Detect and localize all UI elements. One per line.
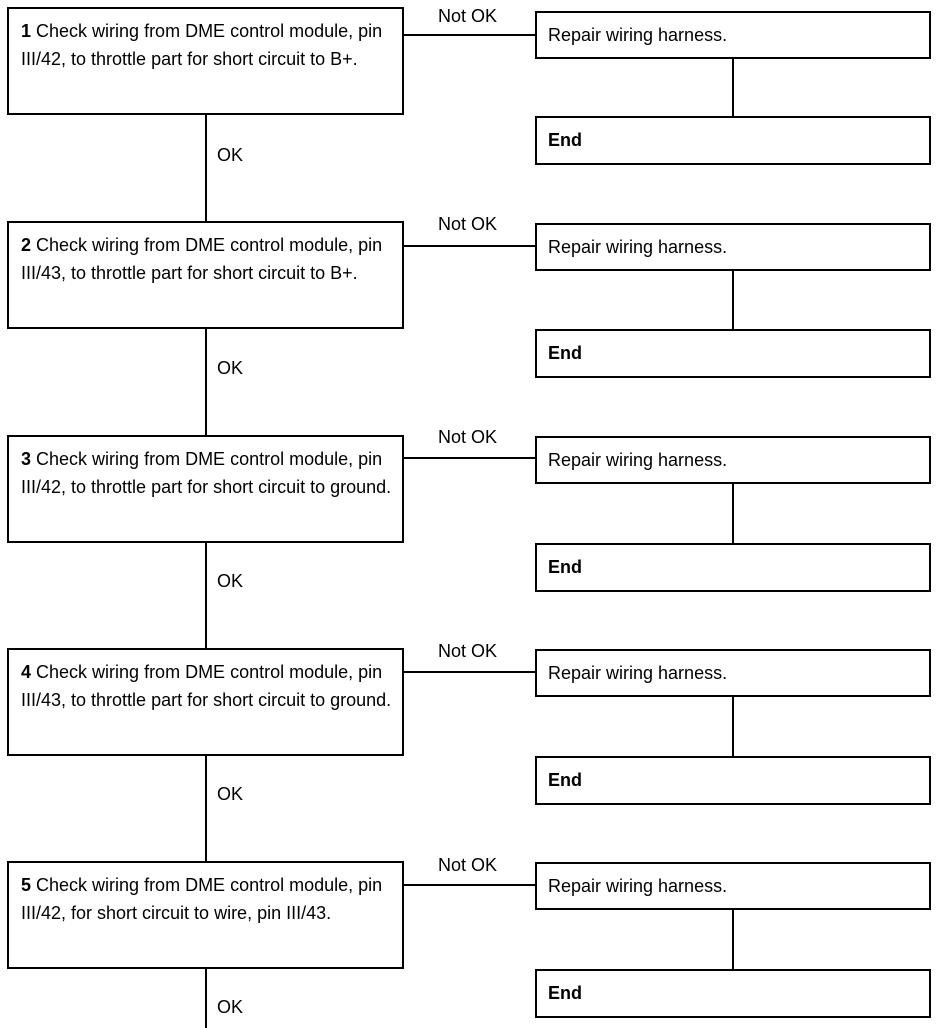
- connector-1-end: [732, 59, 734, 116]
- step-5-description: Check wiring from DME control module, pi…: [21, 875, 383, 923]
- connector-1-not-ok: [404, 34, 535, 36]
- connector-5-end: [732, 910, 734, 969]
- end-text-3: End: [548, 557, 582, 577]
- step-2-text: 2 Check wiring from DME control module, …: [21, 231, 392, 287]
- not-ok-label-5: Not OK: [438, 855, 498, 875]
- ok-label-3: OK: [217, 571, 244, 591]
- ok-label-5: OK: [217, 997, 244, 1017]
- step-2-box: 2 Check wiring from DME control module, …: [7, 221, 404, 329]
- repair-text-1: Repair wiring harness.: [548, 25, 728, 45]
- connector-3-end: [732, 484, 734, 543]
- end-box-1: End: [535, 116, 931, 165]
- connector-2-not-ok: [404, 245, 535, 247]
- connector-4-not-ok: [404, 671, 535, 673]
- repair-text-5: Repair wiring harness.: [548, 876, 728, 896]
- step-3-number: 3: [21, 449, 32, 469]
- connector-5-ok: [205, 969, 207, 1028]
- step-4-box: 4 Check wiring from DME control module, …: [7, 648, 404, 756]
- step-1-number: 1: [21, 21, 32, 41]
- end-box-2: End: [535, 329, 931, 378]
- step-1-box: 1 Check wiring from DME control module, …: [7, 7, 404, 115]
- step-4-text: 4 Check wiring from DME control module, …: [21, 658, 392, 714]
- connector-1-ok: [205, 115, 207, 221]
- step-2-description: Check wiring from DME control module, pi…: [21, 235, 383, 283]
- connector-3-not-ok: [404, 457, 535, 459]
- repair-box-4: Repair wiring harness.: [535, 649, 931, 697]
- not-ok-label-3: Not OK: [438, 427, 498, 447]
- step-4-description: Check wiring from DME control module, pi…: [21, 662, 392, 710]
- not-ok-label-2: Not OK: [438, 214, 498, 234]
- end-box-4: End: [535, 756, 931, 805]
- connector-5-not-ok: [404, 884, 535, 886]
- end-box-3: End: [535, 543, 931, 592]
- step-5-text: 5 Check wiring from DME control module, …: [21, 871, 392, 927]
- connector-4-ok: [205, 756, 207, 861]
- end-text-4: End: [548, 770, 582, 790]
- end-text-2: End: [548, 343, 582, 363]
- not-ok-label-1: Not OK: [438, 6, 498, 26]
- ok-label-4: OK: [217, 784, 244, 804]
- step-5-number: 5: [21, 875, 32, 895]
- end-text-1: End: [548, 130, 582, 150]
- step-5-box: 5 Check wiring from DME control module, …: [7, 861, 404, 969]
- connector-3-ok: [205, 543, 207, 648]
- end-box-5: End: [535, 969, 931, 1018]
- connector-4-end: [732, 697, 734, 756]
- step-4-number: 4: [21, 662, 32, 682]
- end-text-5: End: [548, 983, 582, 1003]
- ok-label-1: OK: [217, 145, 244, 165]
- step-3-box: 3 Check wiring from DME control module, …: [7, 435, 404, 543]
- step-3-text: 3 Check wiring from DME control module, …: [21, 445, 392, 501]
- not-ok-label-4: Not OK: [438, 641, 498, 661]
- connector-2-ok: [205, 329, 207, 435]
- ok-label-2: OK: [217, 358, 244, 378]
- repair-box-5: Repair wiring harness.: [535, 862, 931, 910]
- repair-box-3: Repair wiring harness.: [535, 436, 931, 484]
- repair-text-2: Repair wiring harness.: [548, 237, 728, 257]
- step-3-description: Check wiring from DME control module, pi…: [21, 449, 392, 497]
- step-2-number: 2: [21, 235, 32, 255]
- repair-text-3: Repair wiring harness.: [548, 450, 728, 470]
- step-1-text: 1 Check wiring from DME control module, …: [21, 17, 392, 73]
- connector-2-end: [732, 271, 734, 329]
- repair-box-2: Repair wiring harness.: [535, 223, 931, 271]
- repair-box-1: Repair wiring harness.: [535, 11, 931, 59]
- step-1-description: Check wiring from DME control module, pi…: [21, 21, 383, 69]
- repair-text-4: Repair wiring harness.: [548, 663, 728, 683]
